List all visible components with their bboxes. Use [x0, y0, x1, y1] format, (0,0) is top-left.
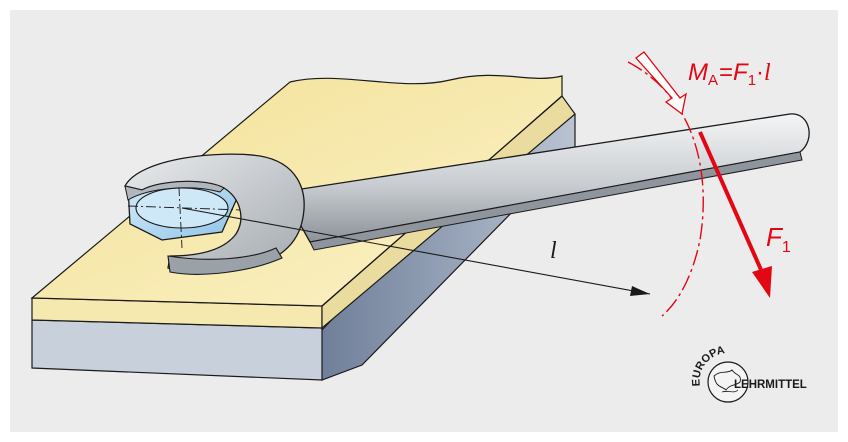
- wrench-jaw-upper: [124, 181, 225, 201]
- logo-side-text: LEHRMITTEL: [734, 379, 807, 391]
- logo-globe-icon: [707, 361, 749, 403]
- force-symbol: F: [766, 222, 784, 252]
- moment-subscript: A: [708, 72, 718, 89]
- moment-symbol: M: [688, 59, 708, 86]
- torque-diagram: l MA=F1·l F1 EUROPA LEHRMITTEL: [30, 51, 810, 403]
- moment-length-symbol: l: [764, 60, 771, 86]
- base-plate-front: [31, 319, 323, 381]
- moment-arrow: [635, 51, 687, 116]
- diagram-frame: l MA=F1·l F1 EUROPA LEHRMITTEL: [10, 10, 838, 432]
- wrench: [124, 113, 810, 275]
- lever-arm-arrowhead: [630, 286, 650, 296]
- lever-arm-dimension: l: [181, 207, 651, 296]
- moment-force-symbol: F: [733, 59, 749, 86]
- lever-arm-line: [181, 207, 651, 295]
- force-arrow: [698, 131, 772, 298]
- logo-coast-icon: [721, 389, 739, 393]
- force-label: F1: [766, 222, 791, 256]
- moment-formula: MA=F1·l: [688, 59, 771, 89]
- wrench-handle-edge: [309, 151, 803, 251]
- wrench-jaw-lower: [167, 247, 283, 275]
- logo-continents-icon: [713, 369, 741, 391]
- europa-lehrmittel-logo: EUROPA LEHRMITTEL: [690, 344, 807, 403]
- moment-force-subscript: 1: [748, 72, 756, 89]
- moment-dot: ·: [756, 59, 764, 86]
- lever-length-label: l: [550, 238, 557, 264]
- force-subscript: 1: [782, 239, 791, 256]
- moment-equals: =: [719, 59, 733, 86]
